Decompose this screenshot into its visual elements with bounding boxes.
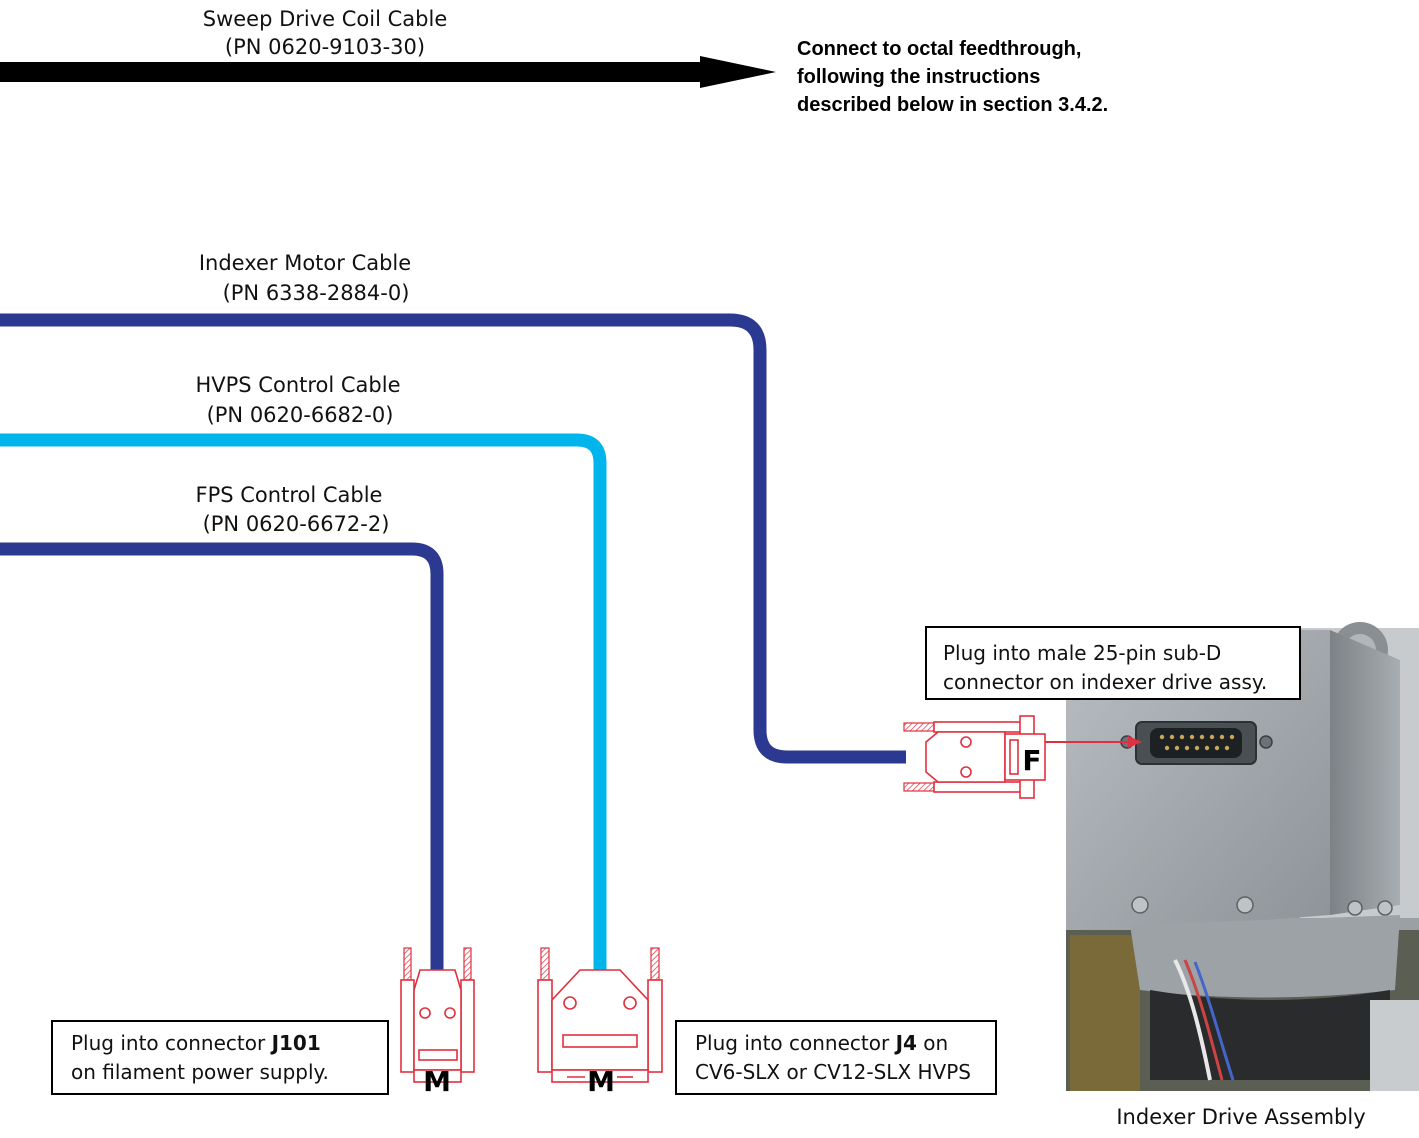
fps-callout-line-1: Plug into connector J101 (71, 1031, 321, 1055)
sweep-drive-coil-cable: Sweep Drive Coil Cable (PN 0620-9103-30)… (0, 7, 1108, 116)
fps-control-cable: FPS Control Cable (PN 0620-6672-2) (0, 483, 437, 975)
indexer-cable-line (0, 320, 906, 757)
hvps-cable-title: HVPS Control Cable (195, 373, 400, 397)
fps-cable-pn: (PN 0620-6672-2) (203, 512, 390, 536)
indexer-connector-gender: F (1022, 744, 1041, 777)
photo-caption: Indexer Drive Assembly (1116, 1105, 1365, 1129)
indexer-cable-title: Indexer Motor Cable (199, 251, 411, 275)
fps-callout-line-2: on filament power supply. (71, 1060, 329, 1084)
hvps-callout: Plug into connector J4 on CV6-SLX or CV1… (676, 1021, 996, 1094)
hvps-callout-line-2: CV6-SLX or CV12-SLX HVPS (695, 1060, 971, 1084)
indexer-callout-line-2: connector on indexer drive assy. (943, 670, 1267, 694)
indexer-callout: Plug into male 25-pin sub-D connector on… (926, 627, 1300, 699)
indexer-callout-line-1: Plug into male 25-pin sub-D (943, 641, 1221, 665)
fps-cable-line (0, 549, 437, 975)
hvps-male-connector: M (538, 948, 662, 1098)
sweep-note-line-2: following the instructions (797, 66, 1040, 88)
indexer-motor-cable: Indexer Motor Cable (PN 6338-2884-0) (0, 251, 906, 757)
fps-connector-gender: M (423, 1065, 451, 1098)
hvps-control-cable: HVPS Control Cable (PN 0620-6682-0) (0, 373, 600, 975)
indexer-cable-pn: (PN 6338-2884-0) (223, 281, 410, 305)
sweep-note-line-3: described below in section 3.4.2. (797, 94, 1108, 116)
fps-cable-title: FPS Control Cable (196, 483, 383, 507)
indexer-female-connector: F (904, 716, 1045, 798)
sweep-cable-pn: (PN 0620-9103-30) (225, 35, 425, 59)
fps-callout: Plug into connector J101 on filament pow… (52, 1021, 388, 1094)
sweep-note-line-1: Connect to octal feedthrough, (797, 38, 1081, 60)
hvps-connector-gender: M (587, 1065, 615, 1098)
hvps-cable-pn: (PN 0620-6682-0) (207, 403, 394, 427)
sweep-cable-arrow (0, 56, 776, 88)
fps-male-connector: M (401, 948, 474, 1098)
hvps-callout-line-1: Plug into connector J4 on (695, 1031, 948, 1055)
sweep-cable-title: Sweep Drive Coil Cable (203, 7, 447, 31)
